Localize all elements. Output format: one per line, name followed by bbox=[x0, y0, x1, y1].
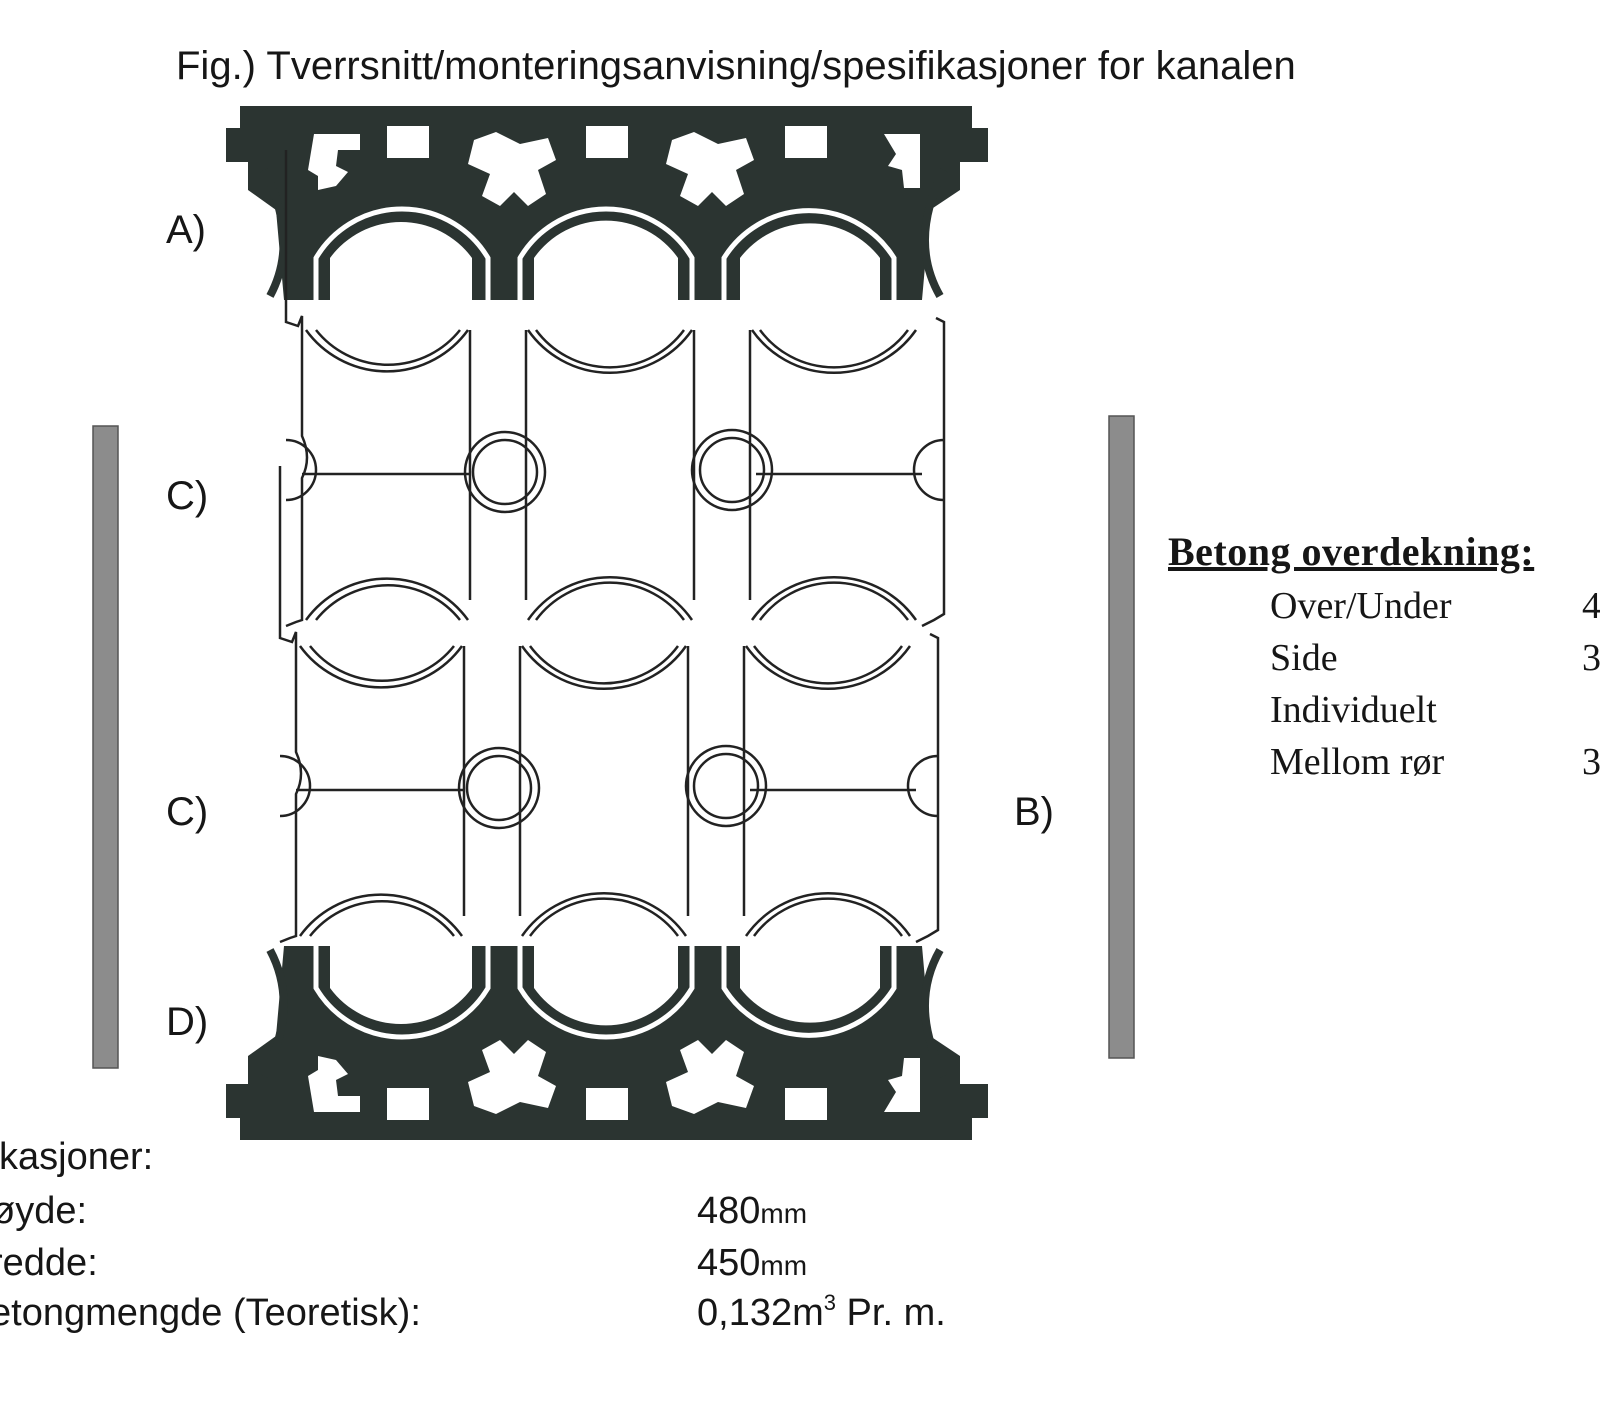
label-d: D) bbox=[166, 1000, 209, 1044]
spec-height-label: øyde: bbox=[0, 1190, 88, 1232]
spec-width-value: 450mm bbox=[697, 1242, 807, 1285]
spec-width-unit: mm bbox=[760, 1250, 808, 1281]
cover-label-side: Side bbox=[1270, 637, 1338, 679]
spec-height-number: 480 bbox=[697, 1190, 761, 1232]
cover-label-mellom-ror: Mellom rør bbox=[1270, 741, 1445, 783]
label-b: B) bbox=[1014, 790, 1054, 834]
cover-value-mellom-ror: 3 bbox=[1582, 741, 1600, 783]
label-c-upper: C) bbox=[166, 474, 209, 518]
cover-label-individuelt: Individuelt bbox=[1270, 689, 1437, 731]
cover-value-over-under: 4 bbox=[1582, 585, 1600, 627]
label-a: A) bbox=[166, 208, 206, 252]
spec-concrete-value: 0,132m3 Pr. m. bbox=[697, 1290, 946, 1335]
spec-concrete-label: etongmengde (Teoretisk): bbox=[0, 1292, 421, 1334]
spec-height-unit: mm bbox=[760, 1198, 808, 1229]
spec-width-label: redde: bbox=[0, 1242, 98, 1284]
profile-d bbox=[226, 946, 988, 1140]
cover-heading: Betong overdekning: bbox=[1168, 529, 1535, 574]
spec-heading: fikasjoner: bbox=[0, 1136, 154, 1178]
profile-a bbox=[226, 106, 988, 300]
spec-width-number: 450 bbox=[697, 1242, 761, 1284]
figure-title: Fig.) Tverrsnitt/monteringsanvisning/spe… bbox=[176, 44, 1296, 88]
right-height-bar bbox=[1108, 415, 1135, 1059]
spec-height-value: 480mm bbox=[697, 1190, 807, 1233]
label-c-lower: C) bbox=[166, 790, 209, 834]
spec-concrete-suffix: Pr. m. bbox=[836, 1292, 946, 1334]
profile-c-lower bbox=[278, 464, 940, 944]
spec-concrete-number: 0,132m bbox=[697, 1292, 824, 1334]
cover-label-over-under: Over/Under bbox=[1270, 585, 1452, 627]
spec-concrete-exponent: 3 bbox=[823, 1290, 836, 1315]
left-height-bar bbox=[92, 425, 119, 1069]
label-left-fragment: ) bbox=[0, 790, 1, 835]
cover-value-side: 3 bbox=[1582, 637, 1600, 679]
